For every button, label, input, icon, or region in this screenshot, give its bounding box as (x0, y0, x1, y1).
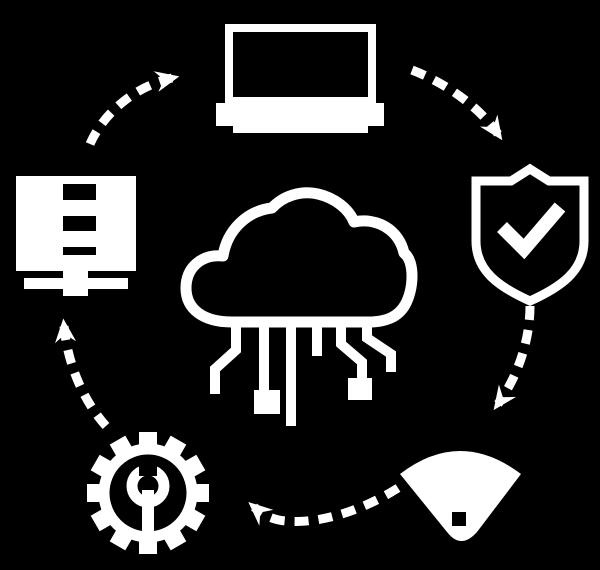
gear-tooth (109, 435, 132, 456)
circuit-legs (210, 322, 396, 426)
circuit-foot (254, 390, 280, 414)
shield-check-icon (471, 163, 589, 306)
gear-tooth (196, 484, 209, 502)
gear-tooth (185, 509, 206, 532)
circuit-leg (336, 322, 367, 382)
laptop-icon (216, 24, 384, 133)
circuit-foot (348, 378, 372, 400)
arrow-laptop-to-shield (410, 65, 503, 141)
server-icon (16, 176, 136, 296)
gear-tooth (90, 509, 111, 532)
gear-tooth (164, 435, 187, 456)
gear-tooth (185, 454, 206, 477)
cloud-computing-icon (180, 187, 418, 426)
wifi-dot-hole (452, 512, 466, 526)
artwork (16, 24, 589, 554)
server-slot (63, 216, 96, 231)
gear-tooth (164, 530, 187, 551)
gear-tooth (139, 432, 157, 445)
check-icon (497, 202, 566, 260)
wrench-jaw-gap (139, 461, 157, 476)
wrench-handle (142, 490, 154, 540)
cloud-outline (180, 187, 418, 328)
server-slot (63, 184, 96, 200)
wifi-icon (400, 451, 521, 541)
gear-tooth (139, 541, 157, 554)
laptop-screen (225, 24, 376, 105)
arrow-gear-to-server (55, 318, 110, 430)
shield-outline (471, 163, 589, 306)
laptop-lip (233, 126, 368, 133)
server-slot (63, 247, 96, 255)
circuit-leg (362, 322, 396, 372)
gear-wrench-icon (87, 432, 209, 554)
gear-tooth (90, 454, 111, 477)
arrow-wifi-to-gear (248, 484, 401, 526)
arrow-shield-to-wifi (493, 305, 535, 411)
wifi-fan (400, 451, 521, 541)
laptop-base (216, 103, 384, 126)
gear-teeth (87, 432, 209, 554)
cycle-arrows (55, 65, 535, 526)
arrow-server-to-laptop (85, 71, 180, 146)
server-stand-base (24, 278, 128, 289)
gear-tooth (87, 484, 100, 502)
gear-tooth (109, 530, 132, 551)
circuit-leg (210, 322, 241, 394)
